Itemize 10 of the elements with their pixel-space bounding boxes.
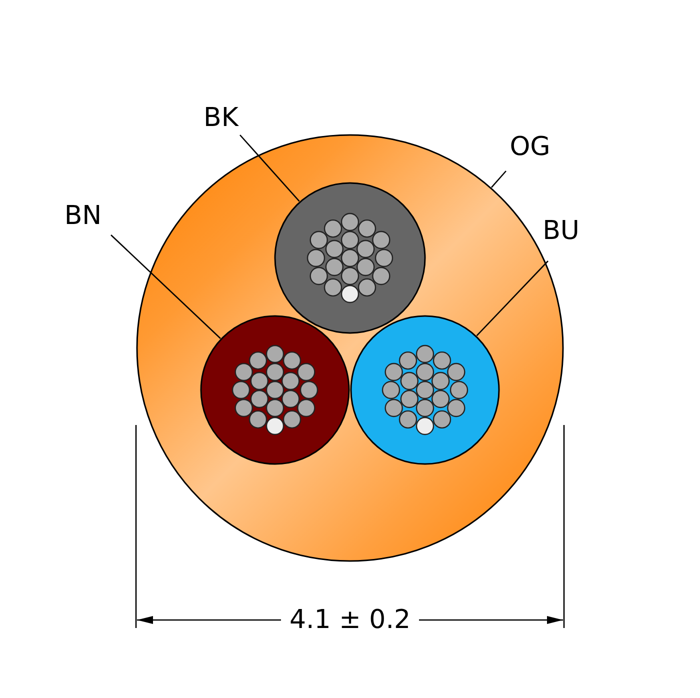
leader-line [491,170,506,188]
conductor-core [350,315,500,465]
conductor-core [200,315,350,465]
wire-color-label: BK [204,103,238,133]
leader-line [240,134,300,202]
wire-color-label: BU [542,216,580,246]
leader-line [110,234,221,339]
wire-color-label: OG [510,132,550,162]
wire-color-label: BN [64,201,102,231]
conductor-core [274,182,426,334]
